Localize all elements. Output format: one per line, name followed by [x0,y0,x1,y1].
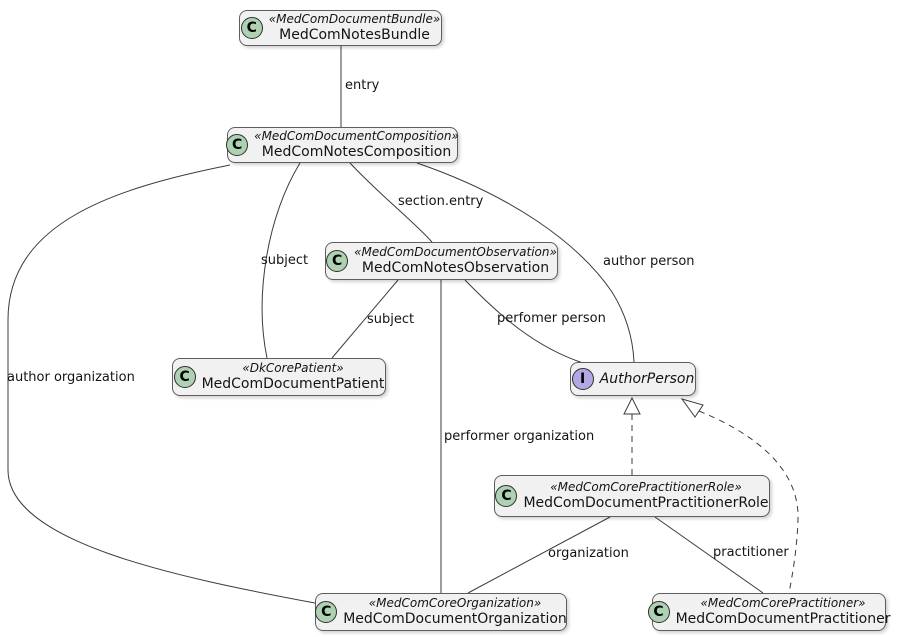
edge-label-subject-observation: subject [367,312,415,327]
class-icon: C [495,485,518,507]
class-text: «DkCorePatient» MedComDocumentPatient [202,361,385,392]
edge-label-performer-organization: performer organization [444,429,595,444]
class-box-medcomdocumentpractitionerrole: C «MedComCorePractitionerRole» MedComDoc… [494,475,770,517]
edge-label-organization: organization [548,546,629,561]
class-text: «MedComDocumentComposition» MedComNotesC… [254,129,459,160]
class-name: MedComDocumentPractitioner [675,610,891,627]
edge-author-person-line [416,162,635,363]
edge-organization-line [467,516,611,594]
edge-label-practitioner: practitioner [713,545,789,560]
class-stereotype: «MedComCorePractitioner» [700,596,866,611]
class-box-medcomnotesbundle: C «MedComDocumentBundle» MedComNotesBund… [239,10,442,46]
generalization-arrowhead-practitioner [680,398,704,418]
class-text: «MedComDocumentBundle» MedComNotesBundle [269,12,441,43]
class-name: MedComDocumentPatient [201,375,385,392]
edge-label-performer-person: perfomer person [497,311,606,326]
class-text: «MedComDocumentObservation» MedComNotesO… [354,245,557,276]
class-text: «MedComCoreOrganization» MedComDocumentO… [343,596,567,627]
edge-subject-observation-line [331,279,399,359]
interface-box-authorperson: I AuthorPerson [570,362,696,396]
class-stereotype: «MedComCoreOrganization» [368,596,542,611]
edge-label-author-organization: author organization [7,370,135,385]
edge-section-entry-line [349,162,433,243]
edge-label-entry: entry [345,78,380,93]
class-name: MedComNotesBundle [279,26,430,43]
edge-author-organization-line [7,164,316,604]
class-stereotype: «MedComDocumentObservation» [354,245,557,260]
class-name: MedComDocumentPractitionerRole [523,494,769,511]
class-box-medcomdocumentpractitioner: C «MedComCorePractitioner» MedComDocumen… [647,593,890,631]
edge-label-section-entry: section.entry [398,194,484,209]
class-text: «MedComCorePractitioner» MedComDocumentP… [676,596,891,627]
class-text: AuthorPerson [600,371,695,388]
interface-name: AuthorPerson [599,370,695,387]
class-text: «MedComCorePractitionerRole» MedComDocum… [523,480,768,511]
class-icon: C [326,250,349,272]
class-icon: C [315,601,338,623]
class-icon: C [240,17,263,39]
class-stereotype: «MedComDocumentBundle» [268,12,441,27]
class-box-medcomdocumentorganization: C «MedComCoreOrganization» MedComDocumen… [315,593,567,631]
edge-label-subject-composition: subject [261,253,309,268]
interface-icon: I [571,368,594,390]
class-stereotype: «MedComDocumentComposition» [254,129,459,144]
class-icon: C [647,601,670,623]
class-box-medcomdocumentpatient: C «DkCorePatient» MedComDocumentPatient [172,358,386,396]
edge-subject-composition-line [261,162,301,359]
class-name: MedComNotesComposition [261,143,452,160]
class-box-medcomnotescomposition: C «MedComDocumentComposition» MedComNote… [226,127,459,163]
edge-performer-person-line [464,279,584,364]
class-icon: C [226,134,249,156]
class-icon: C [173,366,196,388]
class-name: MedComNotesObservation [361,259,550,276]
class-stereotype: «DkCorePatient» [242,361,344,376]
class-name: MedComDocumentOrganization [343,610,567,627]
class-box-medcomnotesobservation: C «MedComDocumentObservation» MedComNote… [325,242,558,280]
class-stereotype: «MedComCorePractitionerRole» [550,480,742,495]
edge-practitioner-line [654,516,764,594]
edge-label-author-person: author person [603,254,695,269]
generalization-arrowhead-role [623,396,641,415]
